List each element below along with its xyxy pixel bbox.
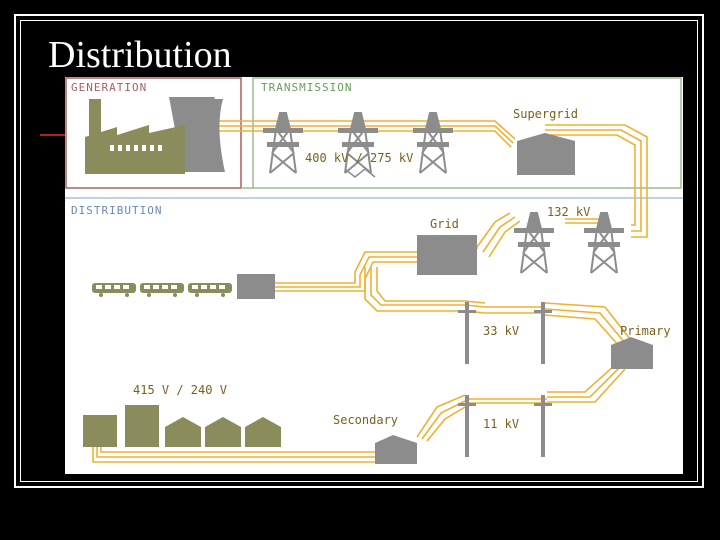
slide-frame-outer [14,14,704,488]
grid-substation-icon [417,235,477,275]
traction-substation-icon [237,274,275,299]
power-network-diagram: GENERATION TRANSMISSION DISTRIBUTION [65,77,683,474]
railway-train-icon [92,283,232,297]
transmission-section-frame [252,77,682,189]
grid-tower-icon [584,212,624,274]
distribution-pole-icon [458,395,476,457]
consumer-buildings-icon [83,405,281,447]
secondary-voltage-label: 11 kV [483,417,519,431]
power-lines [92,120,648,463]
generation-section-label: GENERATION [71,81,147,94]
slide-title: Distribution [48,34,232,76]
grid-label: Grid [430,217,459,231]
distribution-pole-icon [458,302,476,364]
distribution-section-label: DISTRIBUTION [71,204,162,217]
primary-label: Primary [620,324,671,338]
grid-tower-icon [514,212,554,274]
secondary-label: Secondary [333,413,398,427]
primary-voltage-label: 33 kV [483,324,519,338]
grid-voltage-label: 132 kV [547,205,590,219]
title-accent-rule [40,134,66,136]
tower-crossing [344,168,376,178]
transmission-tower-icon [413,112,453,174]
generation-section-frame [65,77,242,189]
power-station-icon [85,97,225,174]
slide-frame-inner [20,20,698,482]
transmission-section-label: TRANSMISSION [261,81,352,94]
secondary-substation-icon [375,435,417,464]
transmission-voltage-label: 400 kV / 275 kV [305,151,413,165]
supergrid-substation-icon [517,133,575,175]
supergrid-label: Supergrid [513,107,578,121]
diagram-canvas: GENERATION TRANSMISSION DISTRIBUTION [65,77,683,464]
consumer-voltage-label: 415 V / 240 V [133,383,227,397]
primary-substation-icon [611,337,653,369]
distribution-pole-icon [534,395,552,457]
transmission-tower-icon [263,112,303,174]
distribution-pole-icon [534,302,552,364]
